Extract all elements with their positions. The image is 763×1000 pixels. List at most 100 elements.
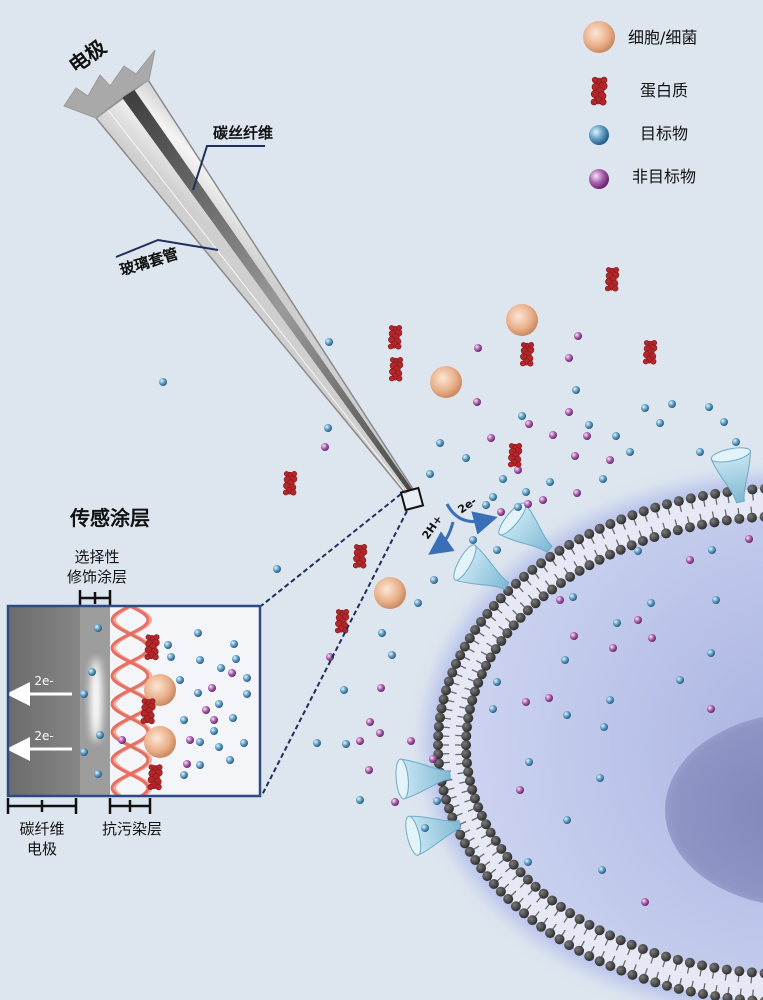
electron-flow-label-2: 2e- — [34, 729, 53, 743]
lipid-head — [481, 660, 492, 671]
lipid-head — [594, 523, 605, 534]
membrane-receptor — [405, 815, 462, 856]
non-target-molecule — [487, 434, 495, 442]
lipid-head — [473, 802, 484, 813]
target-cell — [395, 447, 763, 1000]
non-target-molecule — [707, 705, 715, 713]
lipid-head — [574, 914, 585, 925]
lipid-head — [461, 740, 471, 750]
lipid-head — [661, 499, 672, 510]
protein-subunit — [396, 324, 403, 331]
protein-subunit — [148, 764, 155, 770]
target-molecule — [226, 756, 234, 764]
cell-icon — [583, 21, 615, 53]
non-target-molecule — [545, 694, 553, 702]
lipid-head — [565, 571, 576, 582]
protein-subunit — [148, 717, 155, 725]
protein — [519, 341, 535, 367]
lipid-head — [584, 951, 595, 962]
protein-subunit — [291, 470, 298, 477]
lipid-head — [510, 901, 521, 912]
membrane-receptor — [453, 544, 510, 591]
protein-subunit — [282, 489, 289, 496]
lipid-head — [638, 506, 649, 517]
lipid-head — [672, 525, 683, 536]
carbon-fiber-electrode-label-line1: 碳纤维 — [19, 820, 64, 838]
lipid-head — [481, 819, 492, 830]
lipid-head — [455, 829, 466, 840]
lipid-head — [672, 954, 683, 965]
lipid-head — [441, 794, 452, 805]
target-molecule — [696, 448, 704, 456]
lipid-head — [626, 939, 637, 950]
non-target-molecule — [524, 500, 532, 508]
lipid-head — [616, 965, 627, 976]
non-target-molecule — [574, 332, 582, 340]
lipid-head — [435, 712, 446, 723]
target-molecule — [489, 705, 497, 713]
protein-subunit — [290, 489, 297, 496]
protein-subunit — [599, 98, 607, 106]
lipid-head — [734, 513, 745, 524]
target-molecule — [600, 723, 608, 731]
non-target-molecule — [321, 443, 329, 451]
tip-magnifier-box — [399, 486, 425, 512]
lipid-head — [447, 667, 458, 678]
lipid-head — [451, 658, 462, 669]
protein — [387, 324, 403, 350]
lipid-head — [527, 564, 538, 575]
target-molecule — [196, 738, 204, 746]
target-molecule — [708, 546, 716, 554]
legend-label-protein: 蛋白质 — [640, 81, 688, 100]
target-molecule — [94, 624, 102, 632]
protein-subunit — [361, 543, 368, 550]
legend-label-non-target: 非目标物 — [632, 167, 696, 186]
lipid-head — [433, 721, 444, 732]
lipid-head — [443, 676, 454, 687]
sensing-coating-inset: 传感涂层 选择性 修饰涂层 2e- 2e- 碳纤维 — [6, 506, 262, 858]
lipid-head — [638, 973, 649, 984]
protein-subunit — [388, 325, 395, 331]
non-target-molecule — [365, 766, 373, 774]
lipid-head — [697, 989, 708, 1000]
target-molecule — [489, 493, 497, 501]
target-molecule — [240, 739, 248, 747]
lipid-head — [685, 493, 696, 504]
protein-subunit — [651, 339, 658, 346]
receptor-opening — [710, 447, 751, 463]
protein-subunit — [360, 562, 367, 569]
target-molecule — [378, 629, 386, 637]
target-molecule — [641, 404, 649, 412]
lipid-head — [538, 591, 549, 602]
lipid-head — [697, 960, 708, 971]
lipid-head — [604, 549, 615, 560]
target-molecule — [596, 774, 604, 782]
glass-edge-highlight — [107, 109, 405, 491]
non-target-molecule — [606, 456, 614, 464]
lipid-head — [518, 908, 529, 919]
lipid-head — [564, 940, 575, 951]
non-target-molecule — [202, 706, 210, 714]
lipid-head — [637, 535, 648, 546]
lipid-head — [530, 881, 541, 892]
target-molecule — [80, 748, 88, 756]
protein-subunit — [642, 358, 649, 365]
target-molecule — [215, 743, 223, 751]
lipid-head — [547, 895, 558, 906]
lipid-head — [555, 578, 566, 589]
target-molecule — [525, 758, 533, 766]
target-molecule — [561, 656, 569, 664]
target-molecule — [96, 731, 104, 739]
protein-subunit — [147, 784, 154, 790]
lipid-head — [564, 539, 575, 550]
target-molecule — [522, 488, 530, 496]
lipid-head — [554, 934, 565, 945]
non-target-molecule — [525, 420, 533, 428]
protein-subunit — [650, 358, 657, 365]
cell-particle — [144, 674, 176, 706]
protein — [140, 698, 156, 725]
receptor-opening — [405, 815, 422, 856]
target-molecule — [469, 536, 477, 544]
protein-subunit — [352, 562, 359, 569]
non-target-molecule — [609, 644, 617, 652]
